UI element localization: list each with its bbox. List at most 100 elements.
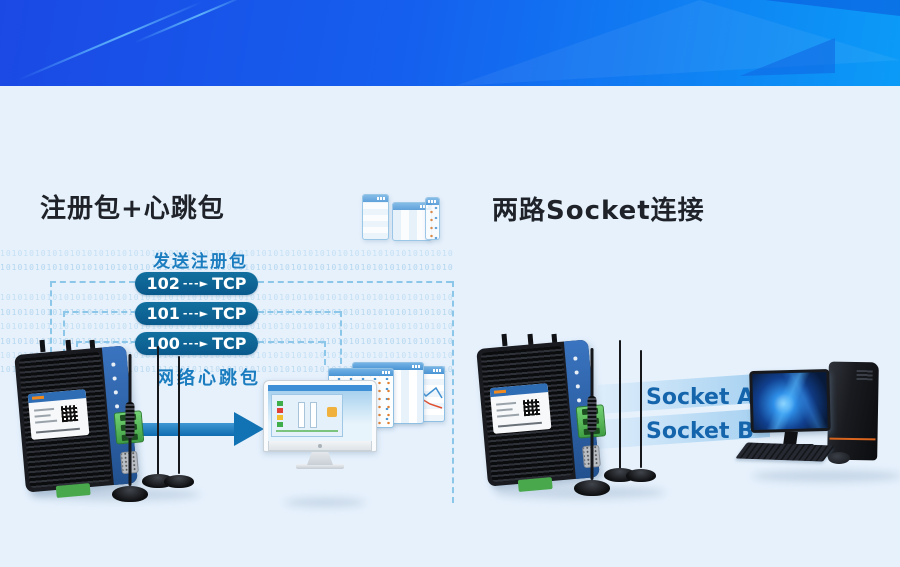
keyboard: [735, 442, 835, 462]
dashed-connector: [63, 311, 65, 355]
window-titlebar: [353, 363, 423, 370]
qr-code: [60, 404, 79, 423]
window-titlebar: [329, 369, 393, 376]
top-banner: [0, 0, 900, 86]
antenna-coil: [125, 402, 135, 438]
device-label: [27, 389, 90, 440]
packet-protocol: TCP: [212, 274, 247, 293]
window-titlebar: [363, 195, 388, 202]
antenna-base: [164, 475, 194, 488]
label-text-line: [34, 414, 51, 418]
packet-number: 100: [146, 334, 180, 353]
window-titlebar: [426, 198, 439, 205]
dashed-connector: [258, 281, 452, 283]
status-cell: [277, 422, 283, 427]
dashed-connector: [258, 341, 324, 343]
status-cell: [277, 415, 283, 420]
app-window-mini: [425, 197, 440, 240]
dashed-connector: [324, 341, 326, 365]
binary-pattern-row: 1010101010101010101010101010101010101010…: [0, 263, 454, 272]
scada-panel: [271, 394, 343, 437]
socket-b-label: Socket B: [646, 419, 754, 444]
antenna-rod: [157, 346, 159, 480]
left-section-title: 注册包+心跳包: [40, 194, 225, 224]
antenna-coil: [587, 396, 597, 432]
binary-pattern-row: 1010101010101010101010101010101010101010…: [0, 365, 454, 374]
packet-pill-102: 102 ---► TCP: [135, 272, 258, 295]
binary-pattern-row: 1010101010101010101010101010101010101010…: [0, 249, 454, 258]
antenna-base: [574, 480, 610, 496]
binary-pattern-row: 1010101010101010101010101010101010101010…: [0, 351, 454, 360]
magnetic-antenna: [112, 354, 148, 502]
app-window-mini: [362, 194, 389, 240]
tank-graphic: [310, 402, 317, 428]
banner-triangle-decoration: [765, 0, 900, 16]
monitor-base: [296, 464, 344, 469]
tank-graphic: [298, 402, 305, 428]
pipe-graphic: [276, 430, 338, 432]
label-text-line: [35, 419, 58, 424]
dashed-connector: [76, 341, 137, 343]
antenna-rod: [640, 350, 642, 468]
cellular-router-device: [14, 336, 206, 504]
antenna-connector: [501, 333, 508, 347]
window-titlebar: [393, 203, 431, 210]
packet-protocol: TCP: [212, 304, 247, 323]
dashed-connector: [63, 311, 137, 313]
magnetic-antenna: [164, 356, 194, 488]
desktop-computer: [735, 356, 900, 481]
label-barcode: [35, 427, 80, 434]
packet-number: 102: [146, 274, 180, 293]
mouse: [828, 452, 850, 464]
label-barcode: [497, 421, 542, 428]
antenna-rod: [619, 340, 621, 474]
machine-graphic: [327, 407, 337, 417]
monitor-frame: [263, 380, 377, 452]
antenna-base: [626, 469, 656, 482]
monitor-with-scada-software: [263, 380, 377, 469]
pc-screen: [752, 372, 828, 430]
pc-monitor: [749, 368, 831, 434]
monitor-stand: [307, 452, 333, 465]
monitor-shadow: [285, 498, 365, 507]
dashed-connector: [340, 311, 342, 364]
magnetic-antenna: [626, 350, 656, 482]
binary-pattern-row: 1010101010101010101010101010101010101010…: [0, 322, 454, 331]
din-rail-clip: [55, 483, 91, 498]
packet-pill-100: 100 ---► TCP: [135, 332, 258, 355]
packet-pill-101: 101 ---► TCP: [135, 302, 258, 325]
software-titlebar: [268, 385, 372, 391]
tower-accent-stripe: [829, 437, 876, 441]
antenna-rod: [178, 356, 180, 474]
monitor-screen: [268, 385, 372, 441]
qr-code: [522, 398, 541, 417]
pc-tower: [827, 361, 879, 461]
arrow-icon: ---►: [182, 306, 210, 320]
packet-protocol: TCP: [212, 334, 247, 353]
arrow-icon: ---►: [182, 276, 210, 290]
device-label: [489, 383, 552, 434]
cellular-router-device: [476, 330, 668, 498]
label-text-line: [34, 407, 55, 412]
label-text-line: [497, 413, 520, 418]
label-text-line: [496, 408, 513, 412]
status-cell: [277, 401, 283, 406]
network-heartbeat-label: 网络心跳包: [156, 368, 261, 389]
section-divider-dashed-line: [452, 281, 454, 503]
packet-number: 101: [146, 304, 180, 323]
binary-pattern-row: 1010101010101010101010101010101010101010…: [0, 293, 454, 302]
dashed-connector: [258, 311, 340, 313]
din-rail-clip: [517, 477, 553, 492]
magnetic-antenna: [574, 348, 610, 496]
banner-streak-decoration: [17, 1, 203, 81]
arrow-icon: ---►: [182, 336, 210, 350]
right-section-title: 两路Socket连接: [492, 196, 705, 226]
dashed-connector: [50, 281, 135, 283]
pc-shadow: [752, 470, 900, 482]
send-registration-label: 发送注册包: [153, 252, 248, 272]
monitor-chin: [268, 441, 372, 451]
status-cell: [277, 408, 283, 413]
arrow-head: [234, 412, 264, 446]
socket-a-label: Socket A: [646, 385, 755, 410]
